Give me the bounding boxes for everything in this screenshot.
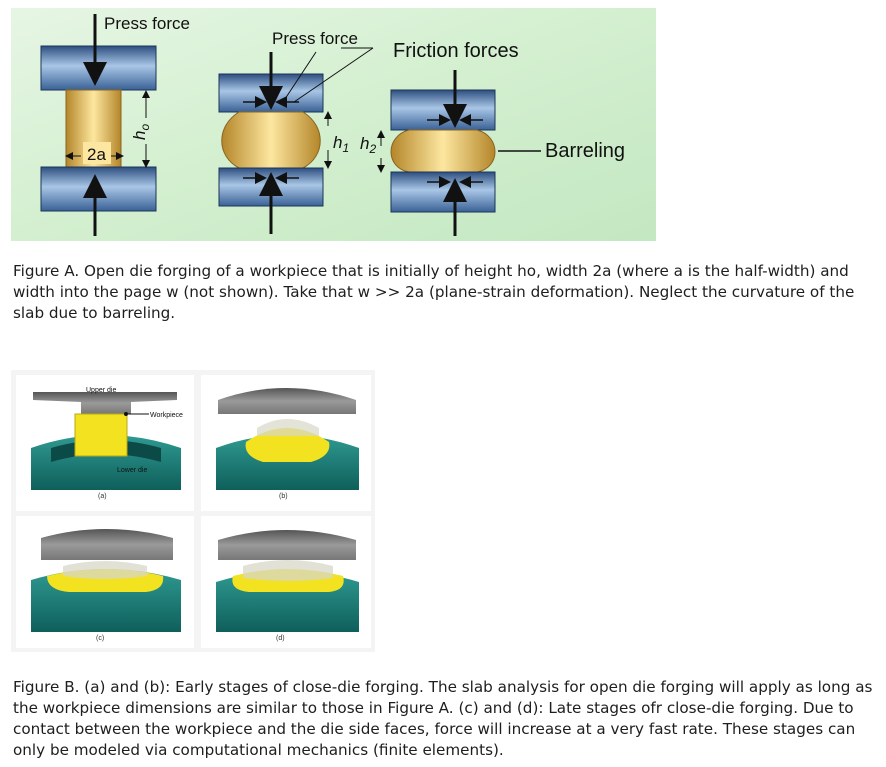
upper-die [218, 530, 356, 560]
press-force-label-left: Press force [104, 14, 190, 33]
panel-d-label: (d) [276, 635, 285, 642]
panel-b: (b) [201, 375, 371, 511]
figure-b-caption: Figure B. (a) and (b): Early stages of c… [13, 678, 873, 759]
ho-label: ho [130, 124, 152, 140]
lower-die [390, 171, 496, 213]
friction-forces-label: Friction forces [393, 40, 519, 62]
h1-label: h1 [333, 133, 349, 155]
figure-a-caption: Figure A. Open die forging of a workpiec… [13, 262, 855, 322]
stage-barreling [293, 47, 541, 236]
friction-forces-leader [293, 47, 374, 103]
2a-label-box [83, 142, 111, 164]
workpiece [245, 428, 330, 462]
workpiece [74, 413, 128, 457]
press-force-leader [282, 51, 317, 103]
stage-initial [40, 14, 157, 236]
panel-a-label: (a) [98, 493, 107, 500]
upper-die [390, 89, 496, 131]
lower-die [40, 166, 157, 212]
stage-compressed [218, 51, 332, 234]
h2-label: h2 [360, 134, 376, 156]
panel-c: (c) [16, 516, 194, 648]
panel-b-label: (b) [279, 493, 288, 500]
panel-c-label: (c) [96, 635, 104, 642]
barreling-label: Barreling [545, 140, 625, 162]
2a-label: 2a [87, 145, 106, 164]
upper-die-label: Upper die [86, 387, 116, 394]
upper-die [41, 529, 173, 560]
upper-die [33, 392, 177, 414]
workpiece-label: Workpiece [150, 412, 183, 419]
barreled-workpiece [390, 129, 496, 173]
figure-b-closed-die-forging: Upper die Workpiece Lower die (a) (b) (c… [11, 370, 375, 652]
figure-a-open-die-forging: Press force ho 2a Press force h1 Frictio [11, 8, 656, 241]
upper-die [40, 45, 157, 91]
barreled-workpiece [221, 111, 321, 169]
panel-d: (d) [201, 516, 371, 648]
panel-a: Upper die Workpiece Lower die (a) [16, 375, 194, 511]
lower-die-label: Lower die [117, 467, 147, 474]
press-force-label-mid: Press force [272, 29, 358, 48]
upper-die [218, 388, 356, 414]
